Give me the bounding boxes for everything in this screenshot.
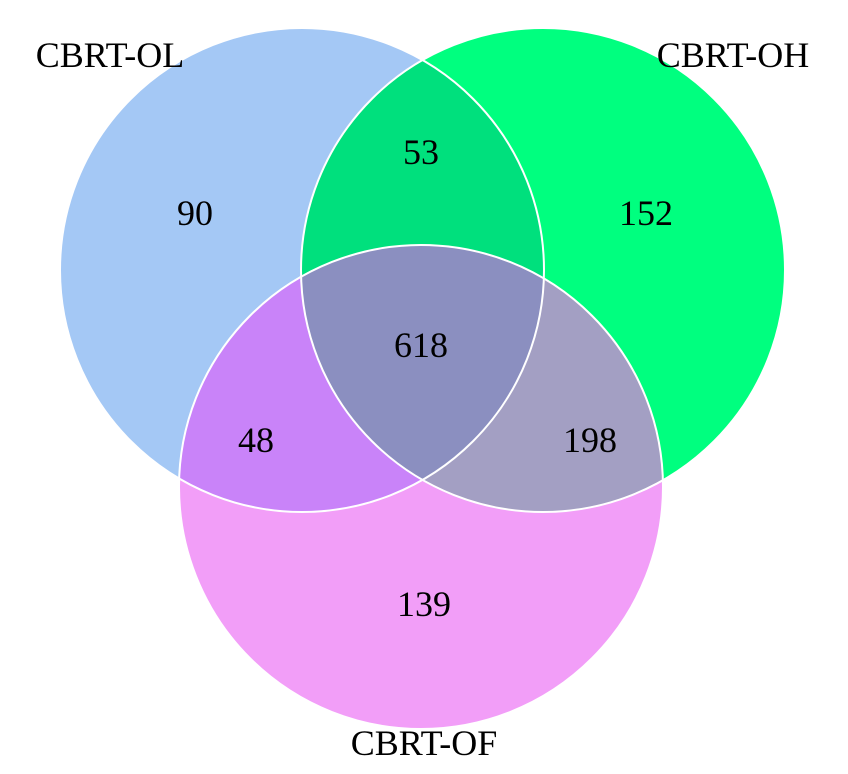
region-count-ol-oh: 53 <box>403 132 439 172</box>
region-count-ol-of: 48 <box>238 420 274 460</box>
region-count-of-only: 139 <box>397 584 451 624</box>
set-label-of: CBRT-OF <box>351 723 498 763</box>
region-count-ol-only: 90 <box>177 193 213 233</box>
set-ol-outline <box>59 27 545 513</box>
set-label-ol: CBRT-OL <box>36 35 185 75</box>
set-of-outline <box>178 244 664 730</box>
set-label-oh: CBRT-OH <box>657 35 810 75</box>
region-count-all: 618 <box>394 325 448 365</box>
region-count-oh-only: 152 <box>619 193 673 233</box>
region-count-oh-of: 198 <box>563 420 617 460</box>
set-oh-outline <box>300 27 786 513</box>
